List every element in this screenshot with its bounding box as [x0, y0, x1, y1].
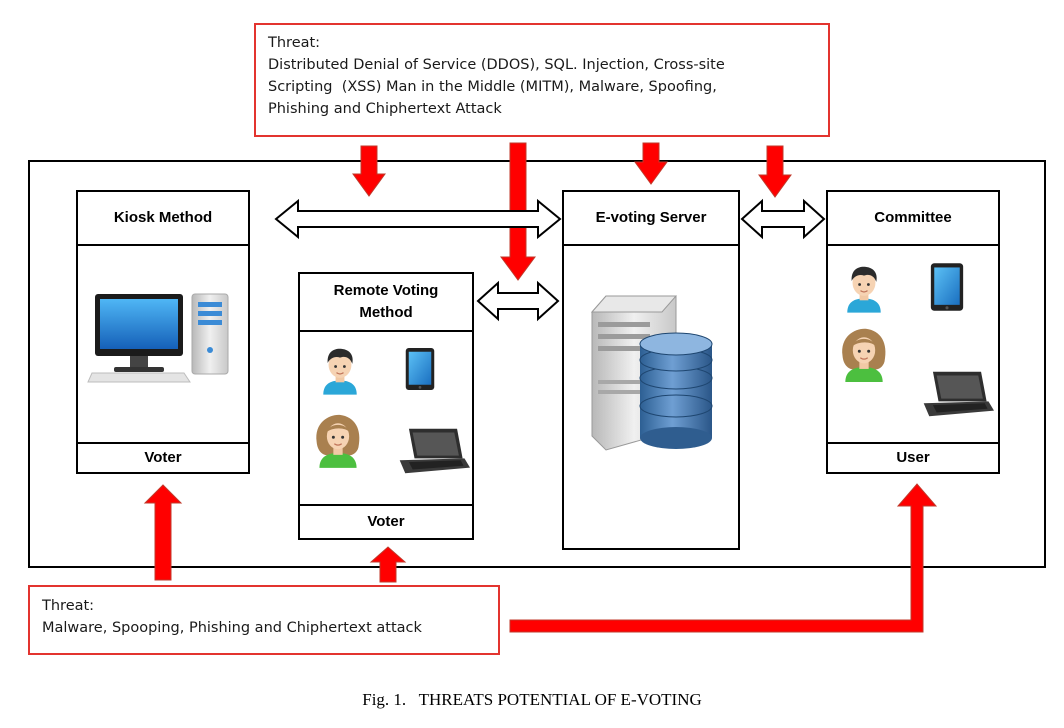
threat-box-bottom: Threat: Malware, Spooping, Phishing and …	[28, 585, 500, 655]
link-arrow-remote-server	[476, 280, 560, 322]
threat-arrow-to-remote-voter	[369, 546, 407, 583]
remote-voting-title-line-2: Method	[359, 304, 413, 321]
threat-top-title: Threat:	[268, 35, 321, 51]
committee-title: Committee	[828, 192, 998, 246]
threat-box-top: Threat: Distributed Denial of Service (D…	[254, 23, 830, 137]
threat-top-line-3: Phishing and Chiphertext Attack	[268, 101, 502, 117]
threat-arrow-to-server	[634, 142, 668, 185]
link-arrow-kiosk-server	[274, 198, 562, 240]
threat-top-line-1: Distributed Denial of Service (DDOS), SQ…	[268, 57, 725, 73]
threat-top-line-2: Scripting (XSS) Man in the Middle (MITM)…	[268, 79, 717, 95]
evoting-server-title: E-voting Server	[564, 192, 738, 246]
threat-bottom-title: Threat:	[42, 598, 95, 614]
figure-caption: Fig. 1. THREATS POTENTIAL OF E-VOTING	[362, 690, 702, 709]
threat-arrow-to-kiosk-link	[352, 145, 386, 197]
remote-voting-title-line-1: Remote Voting	[333, 282, 439, 299]
committee-laptop-icon	[923, 371, 994, 417]
committee-male-user-icon	[846, 266, 882, 313]
kiosk-method-title: Kiosk Method	[78, 192, 248, 246]
committee-tablet-icon	[930, 263, 964, 311]
remote-male-user-icon	[322, 348, 358, 395]
link-arrow-server-committee	[740, 198, 826, 240]
remote-voting-title: Remote Voting Method	[300, 274, 472, 332]
remote-female-user-icon	[315, 414, 361, 468]
remote-laptop-icon	[399, 428, 470, 474]
remote-voting-panel: Remote Voting Method Voter	[298, 272, 474, 540]
committee-female-user-icon	[841, 328, 887, 382]
remote-tablet-icon	[405, 348, 435, 390]
desktop-computer-icon	[87, 293, 229, 383]
server-database-icon	[590, 295, 713, 451]
kiosk-voter-label: Voter	[78, 442, 248, 472]
system-frame	[28, 160, 1046, 568]
threat-arrow-to-committee-user	[509, 483, 938, 633]
remote-voter-label: Voter	[300, 504, 472, 538]
committee-user-label: User	[828, 442, 998, 472]
threat-arrow-to-kiosk-voter	[143, 484, 183, 581]
threat-bottom-line-1: Malware, Spooping, Phishing and Chiphert…	[42, 620, 422, 636]
threat-arrow-to-committee-link	[758, 145, 792, 198]
